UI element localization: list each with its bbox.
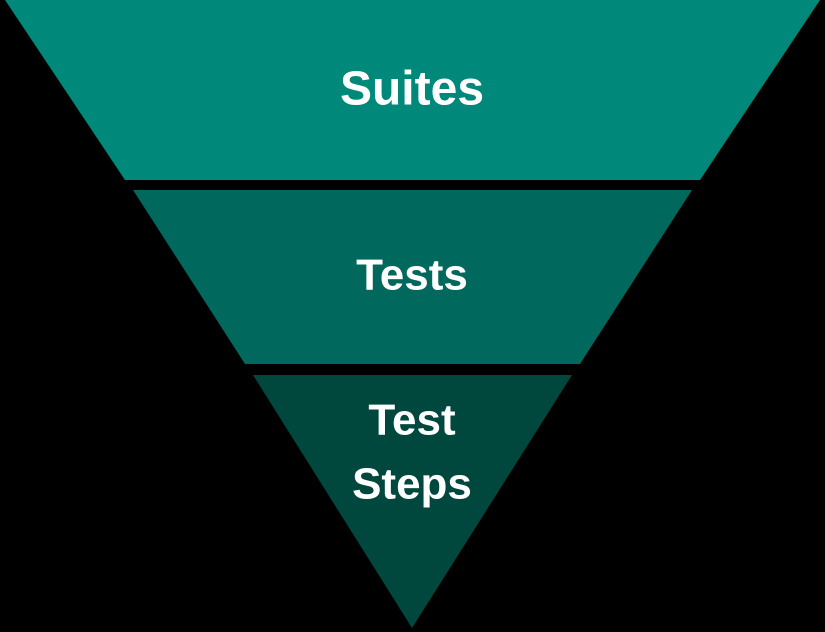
funnel-band-suites-shape[interactable] <box>5 0 820 180</box>
funnel-label-test-steps-line1: Test <box>368 396 456 445</box>
funnel-level-tests[interactable]: Tests <box>133 190 692 364</box>
funnel-level-suites[interactable]: Suites <box>5 0 820 180</box>
funnel-label-tests: Tests <box>356 251 468 300</box>
funnel-band-test-steps-shape[interactable] <box>253 375 572 628</box>
funnel-band-tests-shape[interactable] <box>133 190 692 364</box>
funnel-label-suites: Suites <box>340 63 484 116</box>
funnel-label-test-steps-line2: Steps <box>352 460 472 509</box>
funnel-level-test-steps[interactable]: Test Steps <box>253 375 572 628</box>
